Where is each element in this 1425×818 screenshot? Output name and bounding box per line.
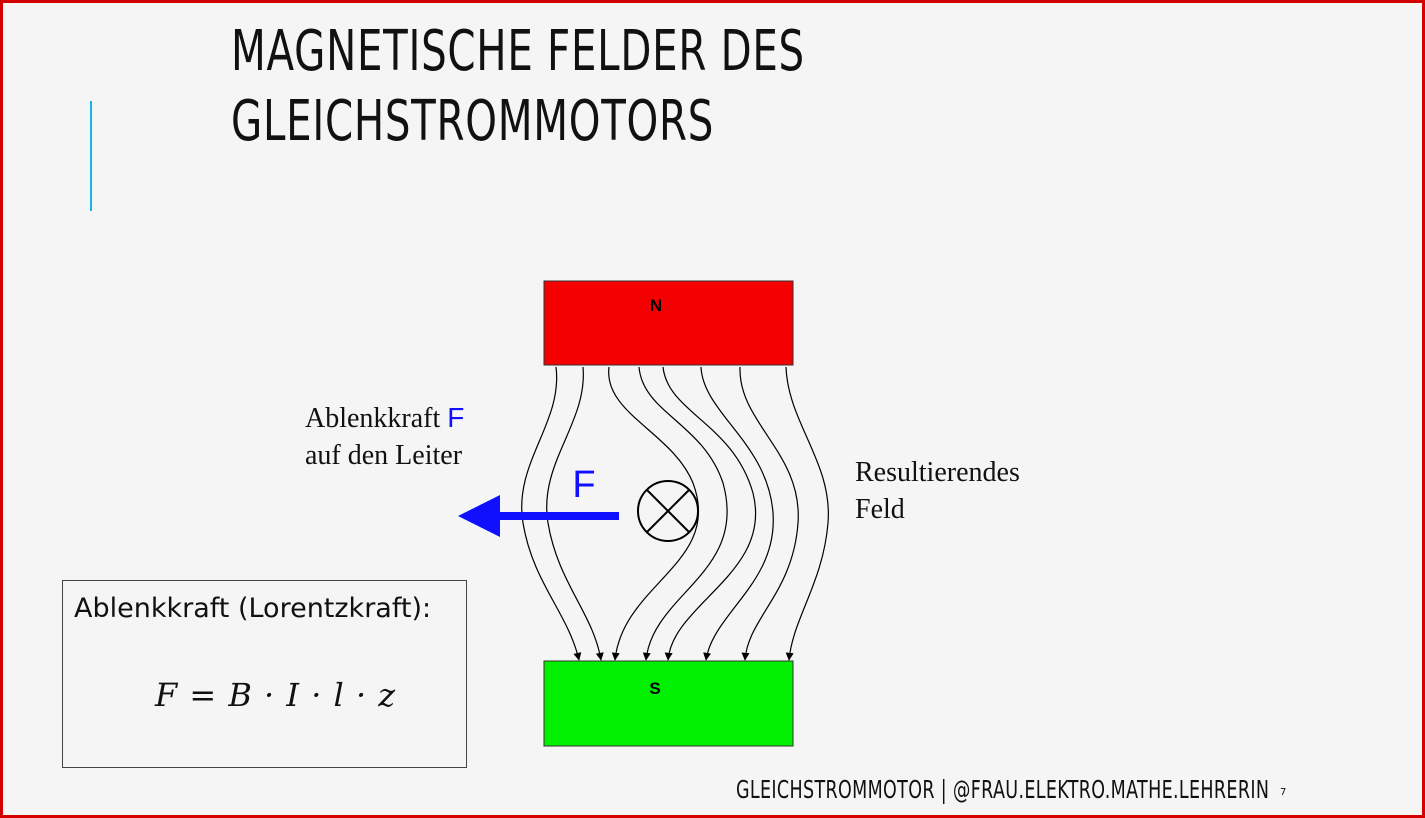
lorentz-force-box: Ablenkkraft (Lorentzkraft): F = B · I · … <box>62 580 467 768</box>
deflection-force-label: Ablenkkraft F auf den Leiter <box>305 399 464 474</box>
resulting-field-label-line1: Resultierendes <box>855 457 1020 488</box>
title-line-2: GLEICHSTROMMOTORS <box>231 89 715 154</box>
field-line <box>638 366 728 661</box>
field-line <box>700 366 774 661</box>
resulting-field-label-line2: Feld <box>855 494 905 525</box>
force-arrow <box>458 495 619 537</box>
field-line <box>608 366 700 661</box>
field-line <box>785 366 829 661</box>
current-into-page-icon <box>637 480 699 542</box>
force-arrow-label: F <box>572 464 595 506</box>
lorentz-force-formula: F = B · I · l · z <box>155 676 397 714</box>
page-title: MAGNETISCHE FELDER DES GLEICHSTROMMOTORS <box>231 17 951 157</box>
south-pole-label: S <box>649 679 660 698</box>
field-line <box>521 366 582 661</box>
south-pole <box>543 660 794 747</box>
deflection-force-label-line2: auf den Leiter <box>305 440 463 471</box>
title-line-1: MAGNETISCHE FELDER DES <box>231 19 805 84</box>
field-line <box>546 366 604 661</box>
field-line <box>739 366 799 661</box>
page-number: 7 <box>1280 787 1287 798</box>
deflection-force-label-text: Ablenkkraft <box>305 403 441 434</box>
north-pole-label: N <box>650 296 662 315</box>
accent-line <box>90 101 92 211</box>
motor-field-diagram: N S F <box>458 280 829 747</box>
field-lines <box>521 366 829 661</box>
lorentz-force-title: Ablenkkraft (Lorentzkraft): <box>74 593 432 624</box>
footer-text: GLEICHSTROMMOTOR | @FRAU.ELEKTRO.MATHE.L… <box>736 775 1270 804</box>
north-pole <box>543 280 794 366</box>
deflection-force-symbol: F <box>447 402 465 433</box>
field-line <box>662 366 756 661</box>
resulting-field-label: Resultierendes Feld <box>855 454 1020 528</box>
